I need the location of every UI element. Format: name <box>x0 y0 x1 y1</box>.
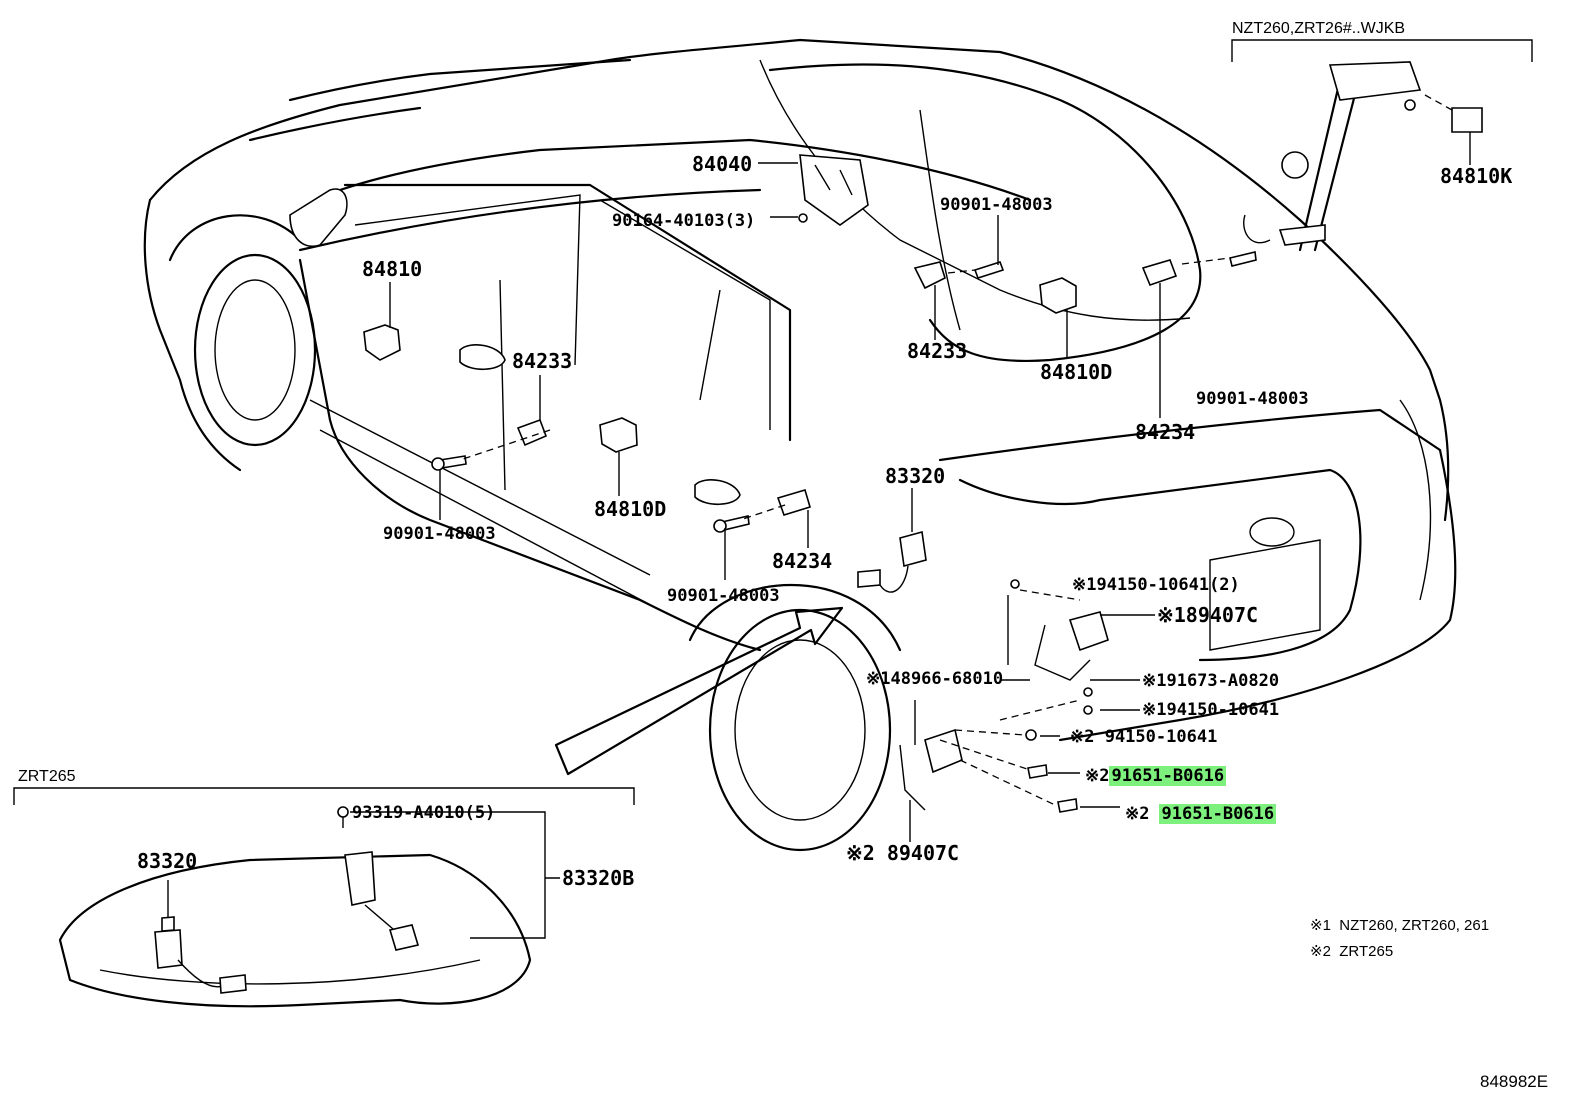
part-84810d-a[interactable]: 84810D <box>1040 360 1113 384</box>
figure-number: 848982E <box>1480 1072 1549 1091</box>
part-90901-48003-b[interactable]: 90901-48003 <box>1196 389 1309 409</box>
legend-text: ZRT265 <box>1339 943 1394 960</box>
part-84234-a[interactable]: 84234 <box>1135 420 1196 444</box>
part-94150-10641-zrt[interactable]: ※2 94150-10641 <box>1070 727 1218 747</box>
legend-text: NZT260, ZRT260, 261 <box>1339 917 1490 934</box>
part-84810k[interactable]: 84810K <box>1440 164 1513 188</box>
part-91673-a0820[interactable]: ※191673-A0820 <box>1142 671 1280 691</box>
zrt265-mark: ※2 <box>1125 804 1150 824</box>
part-84810[interactable]: 84810 <box>362 257 423 281</box>
part-90901-48003-d[interactable]: 90901-48003 <box>667 586 780 606</box>
part-84810d-b[interactable]: 84810D <box>594 497 667 521</box>
highlighted-part-number: 91651-B0616 <box>1159 804 1277 824</box>
part-84040[interactable]: 84040 <box>692 152 753 176</box>
zrt265-mark: ※2 <box>1085 766 1110 786</box>
part-89407c-1[interactable]: ※189407C <box>1157 603 1259 627</box>
part-84233-b[interactable]: 84233 <box>512 349 573 373</box>
part-83320-a[interactable]: 83320 <box>885 464 946 488</box>
part-94150-10641-2[interactable]: ※194150-10641(2) <box>1072 575 1240 595</box>
part-89407c-2[interactable]: ※2 89407C <box>846 841 960 865</box>
variant-label-nzt: NZT260,ZRT26#..WJKB <box>1232 20 1406 37</box>
part-83320b[interactable]: 83320B <box>562 866 635 890</box>
part-84234-b[interactable]: 84234 <box>772 549 833 573</box>
part-90164-40103[interactable]: 90164-40103(3) <box>612 211 756 231</box>
part-83320-b[interactable]: 83320 <box>137 849 198 873</box>
legend-row-1: ※1 NZT260, ZRT260, 261 <box>1310 916 1489 934</box>
part-90901-48003-a[interactable]: 90901-48003 <box>940 195 1053 215</box>
highlighted-part-number: 91651-B0616 <box>1109 766 1227 786</box>
variant-label-zrt265: ZRT265 <box>18 768 76 785</box>
part-94150-10641-1[interactable]: ※194150-10641 <box>1142 700 1280 720</box>
part-90901-48003-c[interactable]: 90901-48003 <box>383 524 496 544</box>
part-91651-b0616-b[interactable]: ※2 91651-B0616 <box>1125 804 1277 824</box>
legend-row-2: ※2 ZRT265 <box>1310 942 1393 960</box>
part-84233-a[interactable]: 84233 <box>907 339 968 363</box>
part-93319-a4010[interactable]: 93319-A4010(5) <box>352 803 496 823</box>
legend-mark: ※1 <box>1310 917 1331 934</box>
legend-mark: ※2 <box>1310 943 1331 960</box>
part-48966-68010[interactable]: ※148966-68010 <box>866 669 1004 689</box>
